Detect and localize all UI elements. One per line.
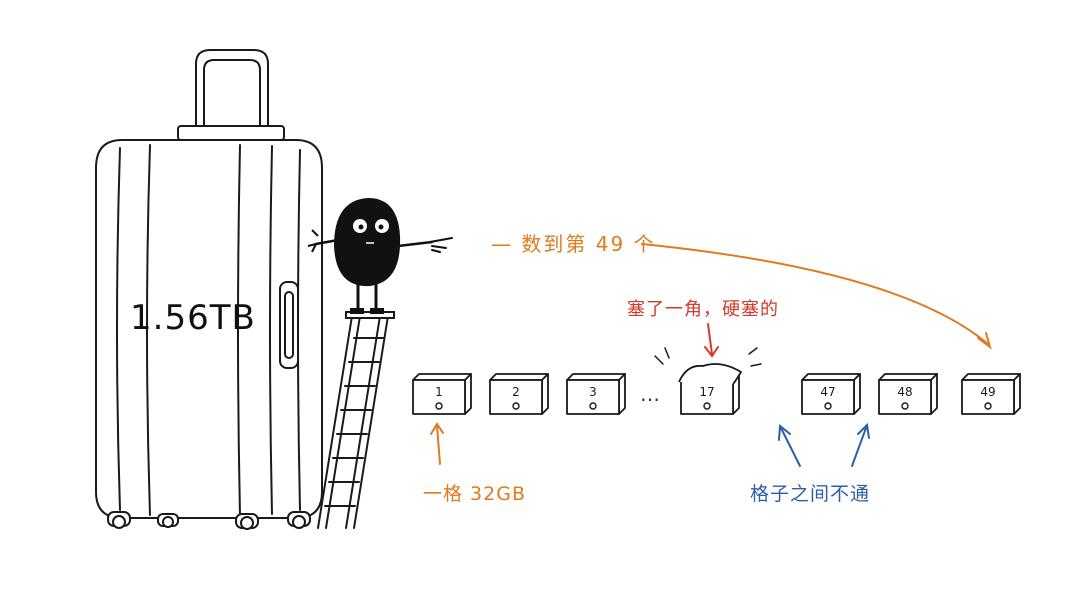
suitcase-side-handle-inner [284,291,294,359]
character-left-hand [307,229,319,253]
suitcase-handle-inner [203,59,261,136]
cell-number-label: 2 [512,385,520,399]
suitcase-handle-base [177,125,285,141]
suitcase-rib [116,147,121,511]
cell-keyhole-icon [703,402,711,410]
suitcase [95,49,323,530]
cell-side-face [853,373,861,415]
cell-number-label: 1 [435,385,443,399]
strain-mark [654,355,664,365]
suitcase-capacity-label: 1.56TB [130,298,256,338]
storage-cell-49: 49 [961,373,1021,415]
cell-number-label: 47 [820,385,835,399]
storage-cells: 1 2 3 17 47 48 49 [412,347,1021,415]
cell-size-arrow [430,422,444,465]
suitcase-side-handle [279,281,299,369]
storage-cell-17: 17 [654,347,762,415]
strain-mark [750,363,762,367]
cell-number-label: 49 [980,385,995,399]
cell-keyhole-icon [512,402,520,410]
cell-size-annotation: 一格 32GB [423,483,526,505]
ladder-rail [353,315,389,529]
storage-cell-47: 47 [801,373,861,415]
suitcase-rib [269,145,273,515]
cell-number-label: 3 [589,385,597,399]
character-left-arm [314,238,340,246]
cell-keyhole-icon [901,402,909,410]
suitcase-handle [195,49,269,136]
cell-side-face [930,373,938,415]
strain-mark [664,347,670,359]
pointing-hand [429,237,453,253]
stuck-corner-annotation: 塞了一角，硬塞的 [627,299,779,320]
storage-cell-1: 1 [412,373,472,415]
strain-mark [748,347,758,355]
boxes-ellipsis: … [640,382,660,406]
ladder [317,311,395,529]
character-body [334,198,401,287]
count-annotation: — 数到第 49 个 [491,232,656,256]
suitcase-wheels [107,511,311,530]
ladder-rail [345,315,381,529]
count-arrow [641,243,989,345]
gap-arrow-right [851,422,870,467]
cell-number-label: 48 [897,385,912,399]
suitcase-rib [237,144,241,516]
cell-side-face [1013,373,1021,415]
ladder-rail [317,315,353,529]
storage-cell-3: 3 [566,373,626,415]
cell-keyhole-icon [589,402,597,410]
cells-separated-annotation: 格子之间不通 [750,483,871,505]
storage-cell-2: 2 [489,373,549,415]
character-right-arm [396,240,434,248]
cell-number-label: 17 [699,385,714,399]
suitcase-rib [146,144,151,516]
cell-keyhole-icon [984,402,992,410]
count-arrow-head [977,332,992,350]
character-feet [350,308,384,314]
ladder-rail [325,315,361,529]
cell-keyhole-icon [824,402,832,410]
stuck-arrow [704,323,719,358]
pointing-character [307,198,453,314]
character-legs [356,280,378,312]
cell-keyhole-icon [435,402,443,410]
storage-cell-48: 48 [878,373,938,415]
cell-side-face [618,373,626,415]
stuffed-content-bulge [678,363,743,385]
gap-arrow-left [778,424,801,467]
